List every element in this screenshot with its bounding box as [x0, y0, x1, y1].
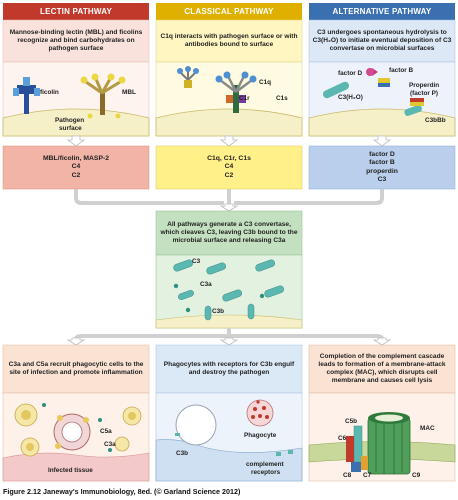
outcome-left-bg: [2, 344, 150, 394]
c3h2o-label: C3(H₂O): [338, 94, 363, 101]
mbl-icon: [80, 73, 126, 119]
c1-complex-icon-left: [177, 66, 199, 88]
figure-caption: Figure 2.12 Janeway's Immunobiology, 8ed…: [3, 487, 241, 496]
classical-pathway-header: CLASSICAL PATHWAY: [184, 7, 274, 16]
alternative-components-bg: [308, 145, 456, 190]
mac-label: MAC: [420, 425, 435, 432]
convergence-text: All pathways generate a C3 convertase, w…: [160, 221, 298, 244]
outcome-middle-bg: [155, 344, 303, 394]
c1r-label: C1r: [239, 95, 250, 102]
classical-pathogen-surface: [155, 108, 303, 137]
infected-tissue-label: Infected tissue: [48, 467, 93, 474]
c1q-label: C1q: [259, 79, 272, 86]
c3b-bound: [204, 303, 255, 321]
outcome-right-text: Completion of the complement cascade lea…: [318, 353, 446, 384]
properdin-label-2: (factor P): [410, 90, 439, 97]
c1s-label: C1s: [276, 95, 288, 102]
c7-label: C7: [363, 472, 372, 479]
c5b-label: C5b: [345, 418, 358, 425]
ficolin-icon: [13, 77, 40, 114]
outcome-left-text: C3a and C5a recruit phagocytic cells to …: [8, 361, 144, 376]
lectin-component-1: MBL/ficolin, MASP-2: [42, 155, 110, 163]
c3bbb-label: C3bBb: [425, 117, 446, 124]
c3a-outcome-label: C3a: [104, 441, 116, 448]
complement-receptors-label-2: receptors: [251, 469, 281, 476]
lectin-desc-bg: [2, 19, 150, 63]
alternative-header-bg: [309, 3, 455, 20]
converging-connectors: [74, 189, 384, 206]
alternative-description: C3 undergoes spontaneous hydrolysis to C…: [312, 29, 452, 52]
lectin-header-bg: [3, 3, 149, 20]
classical-components-bg: [155, 145, 303, 190]
c3a-fragments: [173, 283, 265, 313]
mac-icon: [308, 412, 456, 475]
factor-b-label: factor B: [389, 67, 414, 74]
phagocytic-cell-icons: [14, 403, 142, 457]
mbl-label: MBL: [122, 89, 136, 96]
lectin-description: Mannose-binding lectin (MBL) and ficolin…: [9, 29, 143, 52]
ficolin-label: ficolin: [40, 89, 59, 96]
convergence-surface: [155, 314, 303, 329]
complement-receptors-label-1: complement: [246, 461, 284, 468]
alternative-desc-bg: [308, 19, 456, 63]
alternative-pathogen-surface: [308, 108, 456, 137]
lectin-component-2: C4: [71, 163, 81, 171]
alternative-component-2: factor B: [369, 159, 395, 167]
arrows-top: [66, 135, 392, 147]
classical-components: C1q, C1r, C1s C4 C2: [156, 146, 302, 189]
alternative-component-1: factor D: [369, 150, 395, 158]
properdin-c3bbb-icon: [404, 98, 424, 116]
lectin-pathway-header: LECTIN PATHWAY: [40, 7, 112, 16]
properdin-label-1: Properdin: [409, 82, 440, 89]
alternative-pathway-header: ALTERNATIVE PATHWAY: [332, 7, 432, 16]
c3-label: C3: [192, 258, 201, 265]
classical-component-1: C1q, C1r, C1s: [207, 155, 251, 163]
c3b-label: C3b: [212, 308, 225, 315]
c9-label: C9: [412, 472, 421, 479]
c3h2o-icon: [322, 81, 350, 99]
arrows-bottom: [66, 337, 392, 346]
alternative-component-3: properdin: [366, 167, 398, 175]
lectin-components-bg: [2, 145, 150, 190]
phagocyte-icon: [155, 399, 303, 482]
alternative-components: factor D factor B properdin C3: [309, 146, 455, 189]
c3-molecules: [173, 259, 285, 302]
c1-complex-icon-right: [215, 71, 257, 113]
pathogen-surface-label-2: surface: [59, 125, 82, 132]
factor-d-icon: [366, 68, 378, 76]
classical-component-2: C4: [224, 163, 234, 171]
classical-description: C1q interacts with pathogen surface or w…: [160, 33, 298, 48]
alternative-component-4: C3: [377, 175, 387, 183]
arrow-to-convergence: [219, 203, 239, 212]
c3a-label: C3a: [200, 281, 212, 288]
lectin-component-3: C2: [71, 171, 81, 179]
factor-d-label: factor D: [338, 70, 363, 77]
convergence-text-bg: [155, 210, 303, 256]
classical-component-3: C2: [224, 171, 234, 179]
outcome-middle-text: Phagocytes with receptors for C3b engulf…: [163, 361, 295, 376]
phagocyte-label: Phagocyte: [244, 432, 277, 439]
c6-label: C6: [338, 435, 347, 442]
c3b-outcome-label: C3b: [176, 450, 189, 457]
factor-b-icon: [378, 78, 390, 87]
classical-header-bg: [156, 3, 302, 20]
classical-desc-bg: [155, 19, 303, 63]
lectin-components: MBL/ficolin, MASP-2 C4 C2: [3, 146, 149, 189]
c8-label: C8: [343, 472, 352, 479]
c5a-label: C5a: [100, 428, 112, 435]
pathogen-surface-label-1: Pathogen: [55, 117, 85, 124]
